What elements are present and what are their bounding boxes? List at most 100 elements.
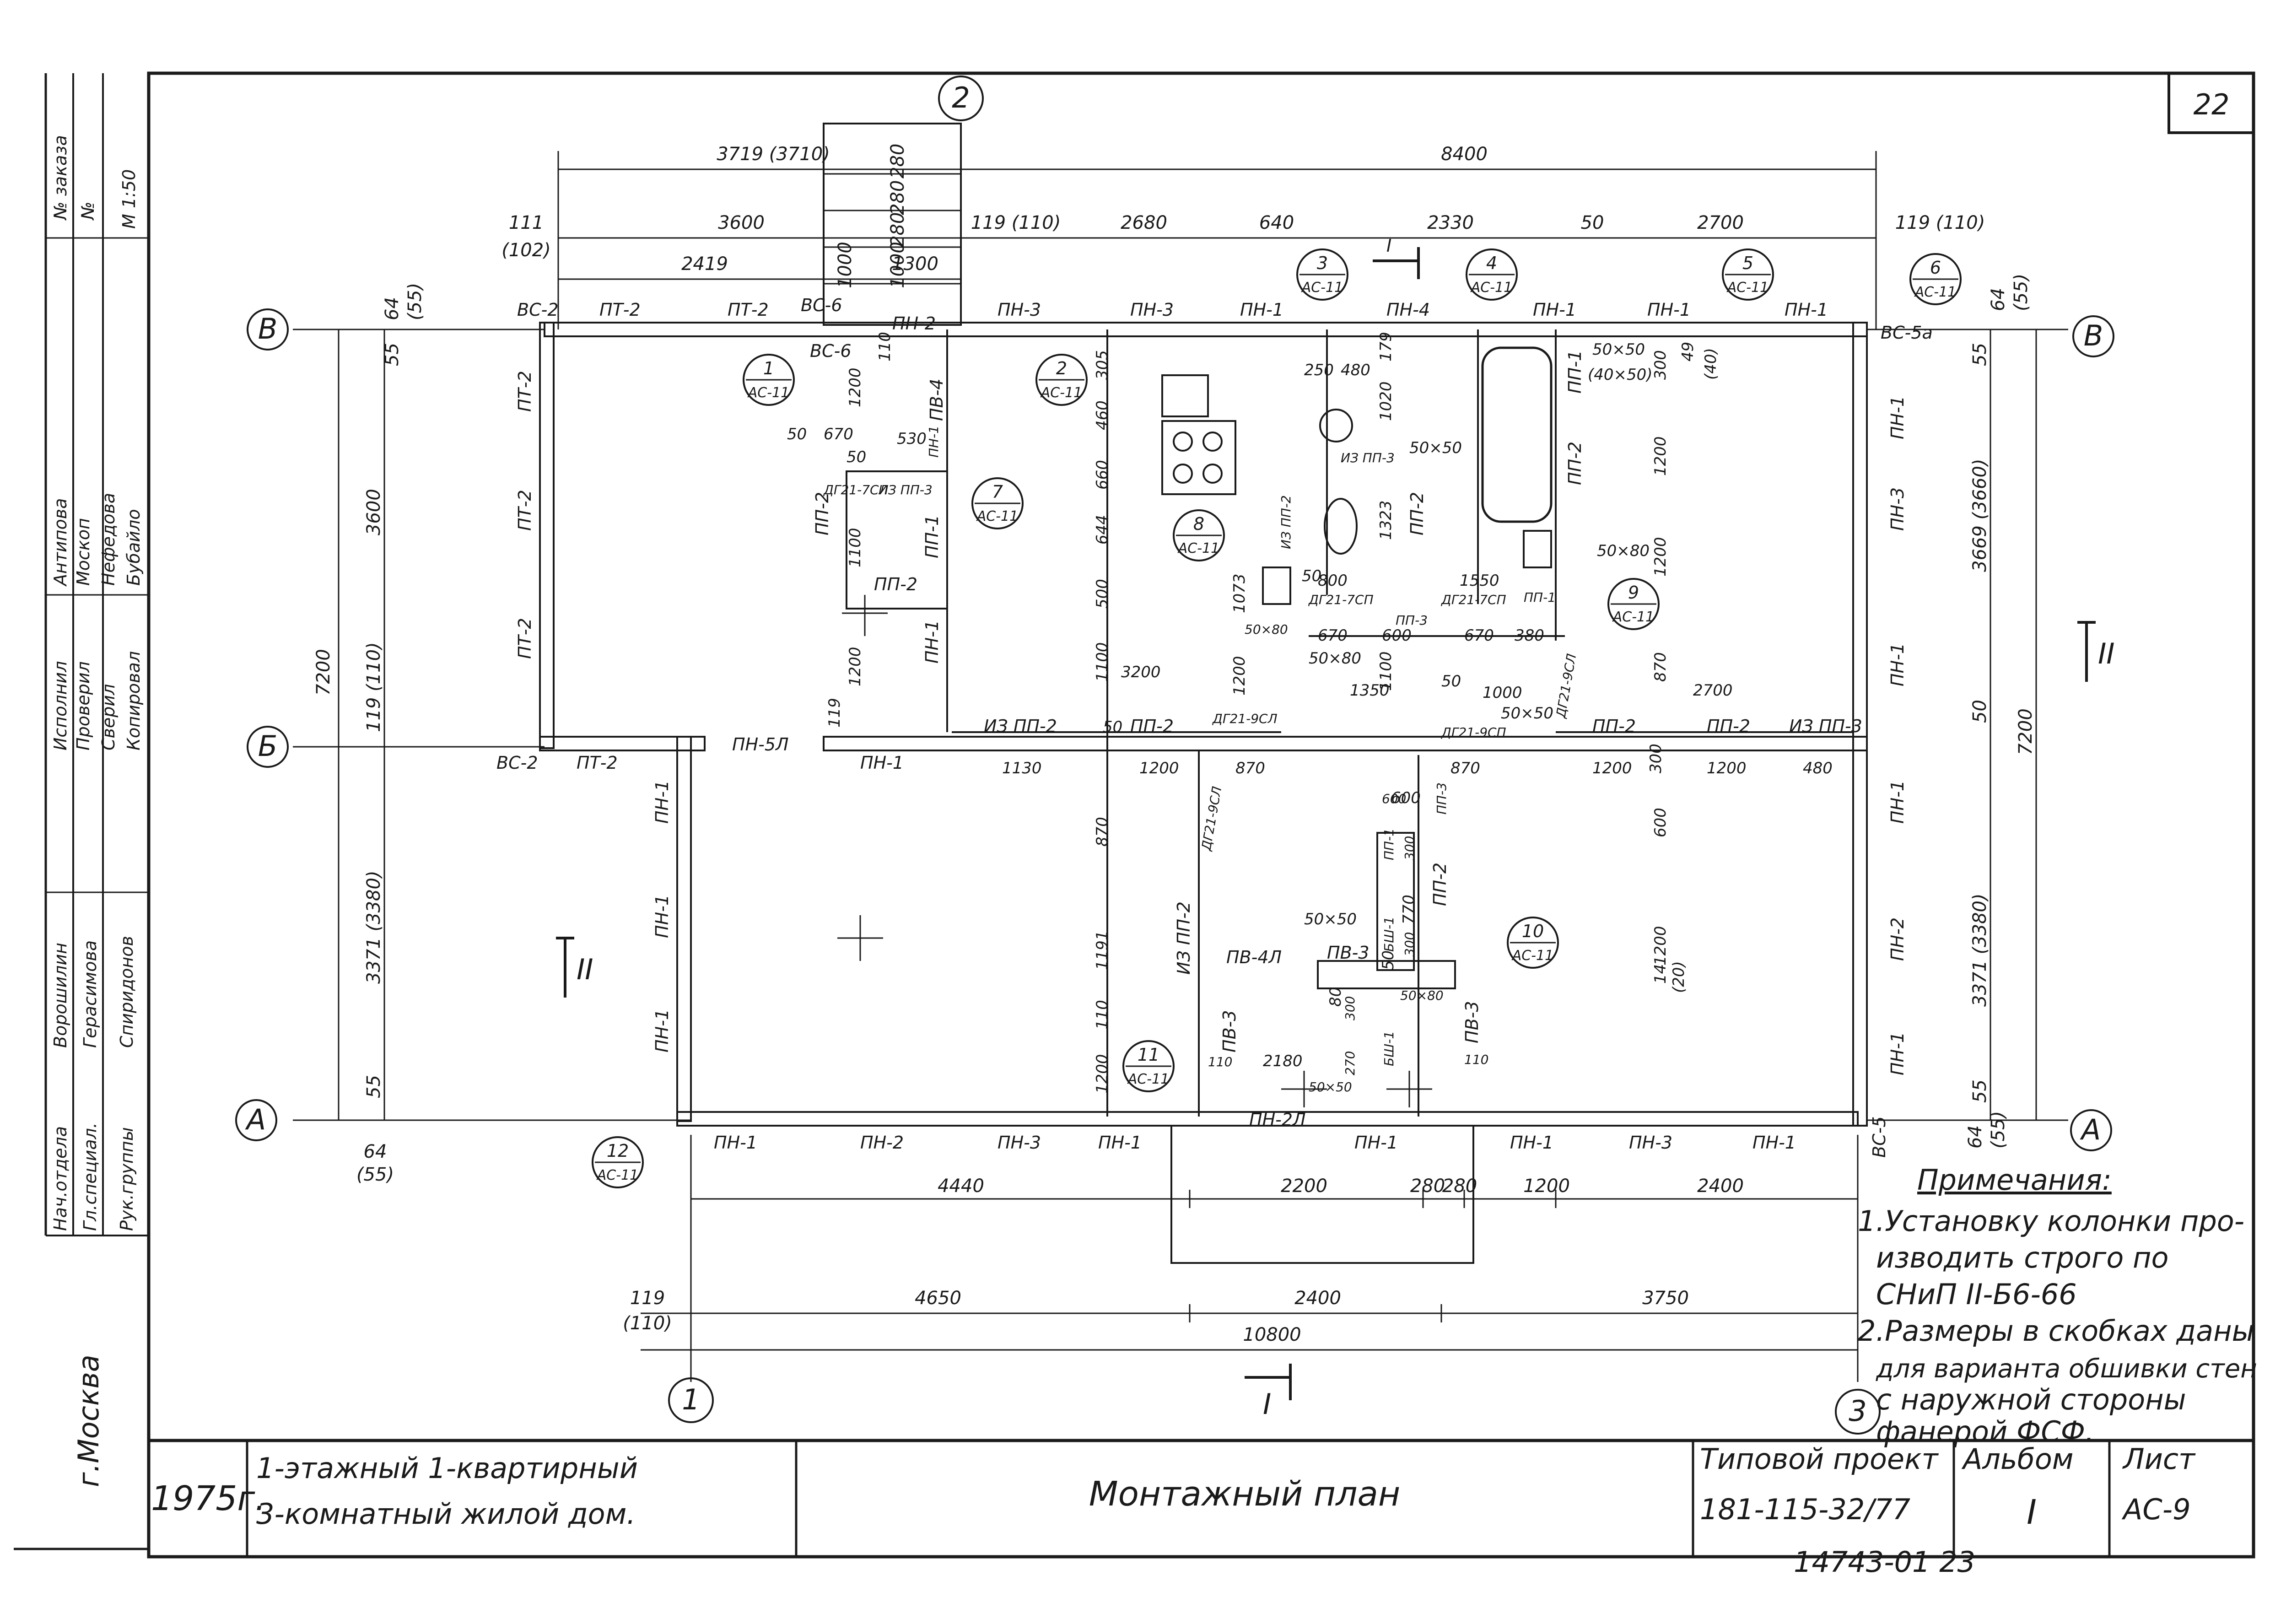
dim-4440: 4440	[938, 1176, 984, 1197]
panel-pt2-a: ПТ-2	[599, 300, 641, 320]
axis-label-b-left: Б	[258, 729, 278, 763]
idim-21: 1323	[1377, 500, 1395, 540]
part-dg-3: ДГ21-7СП	[1308, 592, 1374, 607]
part-pp2-d: ПП-2	[1592, 716, 1636, 736]
idim-19: 179	[1377, 332, 1395, 361]
part-pp2-e: ПП-2	[1707, 716, 1750, 736]
idim-38: 380	[1515, 626, 1544, 645]
axis-bubble-v-left: В	[247, 308, 289, 351]
idim-18: 1020	[1377, 381, 1395, 421]
part-bsh1: БШ-1	[1381, 917, 1397, 952]
part-dg-1: ДГ21-7СЛ	[823, 482, 889, 497]
axis-label-v-left: В	[258, 312, 278, 345]
svg-text:АС-11: АС-11	[1470, 280, 1512, 296]
idim-29: 50×80	[1597, 542, 1650, 560]
idim-64: 770	[1400, 895, 1418, 924]
panel-pn1-bot1: ПН-1	[714, 1133, 757, 1153]
title-sheet-label: Лист	[2122, 1442, 2196, 1476]
section-label-2-left: II	[577, 953, 593, 986]
callout-10: 10 АС-11	[1507, 917, 1559, 969]
callout-6: 6 АС-11	[1909, 253, 1962, 305]
axis-bubble-b-left: Б	[247, 726, 289, 768]
title-year: 1975г.	[151, 1479, 266, 1518]
axis-label-v-right: В	[2084, 319, 2103, 352]
panel-pn1-mid: ПН-1	[860, 753, 904, 773]
idim-73: 80	[1326, 987, 1345, 1007]
part-pp1-a: ПП-1	[922, 515, 942, 558]
panel-pn1-l1: ПН-1	[652, 780, 672, 824]
part-pp2-b: ПП-2	[874, 574, 917, 594]
svg-text:4: 4	[1486, 253, 1497, 273]
panel-pt2-l1: ПТ-2	[515, 371, 535, 412]
stair-dim-4: 1000	[887, 242, 908, 288]
panel-pn2-top: ПН-2	[892, 313, 936, 334]
stamp-name-7: Бубайло	[124, 509, 144, 586]
svg-text:3: 3	[1317, 253, 1328, 273]
dim-8400: 8400	[1441, 144, 1488, 165]
callout-5: 5 АС-11	[1722, 248, 1774, 301]
dim-right-64: 64	[1988, 288, 2009, 311]
part-iz-pp2: ИЗ ПП-2	[984, 716, 1057, 736]
section-label-1-top: I	[1386, 236, 1391, 256]
dimension-lines	[338, 151, 2037, 1351]
panel-pn1-l3: ПН-1	[652, 1009, 672, 1052]
idim-51: 1200	[1139, 759, 1179, 777]
dim-left-3600: 3600	[363, 489, 384, 535]
axis-label-a-left: А	[245, 1103, 266, 1136]
idim-1: 50	[787, 425, 807, 443]
idim-20: 50×50	[1409, 439, 1462, 457]
idim-9: 1200	[846, 647, 864, 686]
idim-48: 50	[1103, 718, 1122, 736]
idim-25: 300	[1651, 350, 1670, 380]
stamp-name-1: Ворошилин	[50, 943, 70, 1048]
axis-bubble-1: 1	[668, 1377, 714, 1423]
stamp-role-5: Проверил	[73, 661, 93, 750]
dim-left-55b: 55	[382, 343, 403, 366]
idim-30: 1550	[1460, 572, 1499, 590]
dim-4650: 4650	[915, 1288, 961, 1309]
note-line-7: фанерой ФСФ.	[1876, 1415, 2094, 1448]
stamp-role-1: Нач.отдела	[50, 1126, 70, 1231]
part-pv4l: ПВ-4Л	[1226, 947, 1282, 967]
idim-67: 1200	[1651, 926, 1670, 966]
dim-right-3371: 3371 (3380)	[1969, 893, 1990, 1007]
stamp-role-4: Исполнил	[50, 661, 70, 750]
part-pv3c: ПВ-3	[1462, 1001, 1482, 1043]
dim-3719: 3719 (3710)	[717, 144, 830, 165]
dim-right-55c: 55	[1969, 1079, 1990, 1103]
title-album-number: I	[2027, 1493, 2037, 1532]
idim-44: 1000	[1483, 684, 1522, 702]
stamp-name-4: Антипова	[50, 498, 70, 587]
idim-71: 110	[1208, 1054, 1232, 1069]
part-pv3b: ПВ-3	[1327, 943, 1370, 963]
idim-3: 530	[897, 430, 927, 448]
stamp-name-5: Москоп	[73, 518, 93, 586]
idim-57: 480	[1803, 759, 1833, 777]
panel-pn3-r: ПН-3	[1887, 487, 1908, 531]
callout-9: 9 АС-11	[1607, 578, 1660, 630]
idim-72: 50×50	[1309, 1079, 1352, 1095]
idim-40: 1350	[1350, 681, 1390, 700]
idim-54: 1200	[1592, 759, 1632, 777]
axis-bubble-v-right: В	[2072, 315, 2114, 357]
kitchen-stove	[1161, 374, 1236, 495]
part-pp2-a: ПП-2	[812, 492, 832, 535]
exterior-walls	[539, 123, 1868, 1264]
panel-pn4: ПН-4	[1386, 300, 1430, 320]
idim-68: 110	[1093, 1000, 1111, 1030]
panel-vs6b: ВС-6	[810, 341, 852, 361]
callout-8: 8 АС-11	[1173, 509, 1225, 561]
idim-50: 1130	[1002, 759, 1042, 777]
section-mark-2-left	[556, 937, 574, 998]
idim-4: 50	[847, 448, 866, 466]
idim-55: 300	[1647, 744, 1665, 773]
panel-pv4: ПВ-4	[927, 378, 947, 421]
idim-58: 870	[1093, 817, 1111, 847]
idim-36: 600	[1382, 626, 1412, 645]
svg-text:8: 8	[1193, 514, 1204, 534]
svg-text:9: 9	[1628, 583, 1639, 603]
note-line-6: с наружной стороны	[1876, 1383, 2186, 1416]
dim-110-bot: (110)	[623, 1313, 672, 1334]
dim-111: 111	[509, 212, 544, 233]
callout-11: 11 АС-11	[1122, 1040, 1175, 1092]
